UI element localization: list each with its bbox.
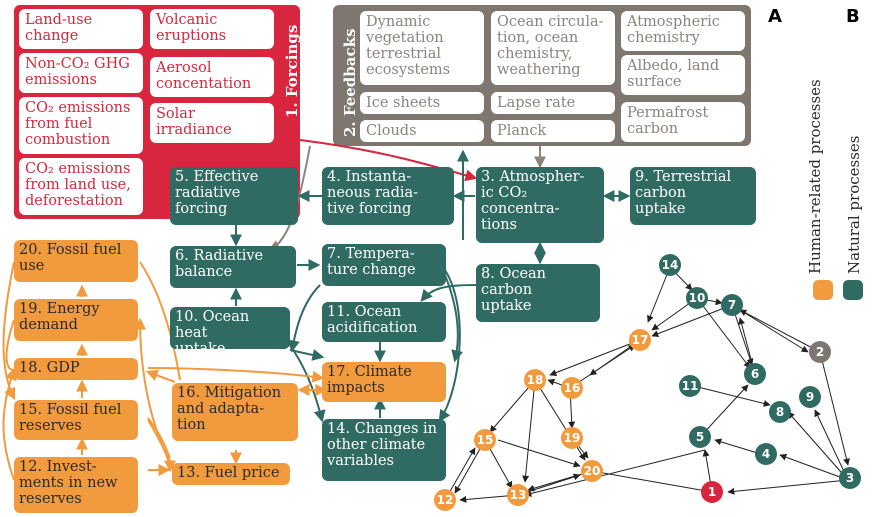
process-20-fossil-fuel-use: 20. Fossil fuel use xyxy=(14,240,138,282)
process-4-instantaneous-forcing: 4. Instanta- neous radia- tive forcing xyxy=(322,167,454,225)
graph-node-4: 4 xyxy=(762,447,770,461)
process-15-fossil-fuel-reserves: 15. Fossil fuel reserves xyxy=(14,400,138,440)
process-3-atmospheric-co2: 3. Atmospher- ic CO₂ concentra- tions xyxy=(476,167,604,243)
process-19-energy-demand: 19. Energy demand xyxy=(14,299,138,341)
graph-node-17: 17 xyxy=(632,333,649,347)
graph-node-18: 18 xyxy=(527,373,544,387)
process-18-gdp: 18. GDP xyxy=(14,358,138,380)
feedback-lapse-rate: Lapse rate xyxy=(491,92,615,114)
graph-node-10: 10 xyxy=(689,291,706,305)
feedback-clouds: Clouds xyxy=(360,120,484,142)
graph-node-1: 1 xyxy=(708,485,716,499)
graph-node-2: 2 xyxy=(816,345,824,359)
feedback-ocean-circulation: Ocean circula- tion, ocean chemistry, we… xyxy=(491,11,615,85)
process-14-other-climate-variables: 14. Changes in other climate variables xyxy=(322,419,446,481)
graph-node-6: 6 xyxy=(751,367,759,381)
graph-node-13: 13 xyxy=(510,488,527,502)
process-5-effective-forcing: 5. Effective radiative forcing xyxy=(170,167,298,225)
process-6-radiative-balance: 6. Radiative balance xyxy=(170,246,296,288)
graph-node-8: 8 xyxy=(776,405,784,419)
process-9-terrestrial-carbon: 9. Terrestrial carbon uptake xyxy=(630,167,756,225)
label-a: A xyxy=(768,6,782,27)
forcing-co2-land-use: CO₂ emissions from land use, deforestati… xyxy=(19,158,143,215)
graph-node-14: 14 xyxy=(662,258,679,272)
forcing-volcanic-eruptions: Volcanic eruptions xyxy=(150,9,274,49)
feedback-albedo: Albedo, land surface xyxy=(621,55,745,95)
feedback-dynamic-vegetation: Dynamic vegetation terrestrial ecosystem… xyxy=(360,11,484,85)
forcing-non-co2-ghg: Non-CO₂ GHG emissions xyxy=(19,53,143,93)
feedback-atmospheric-chemistry: Atmospheric chemistry xyxy=(621,11,745,51)
graph-node-5: 5 xyxy=(696,430,704,444)
graph-node-15: 15 xyxy=(477,433,494,447)
feedback-ice-sheets: Ice sheets xyxy=(360,92,484,114)
process-12-investments: 12. Invest- ments in new reserves xyxy=(14,457,138,513)
legend-natural-swatch xyxy=(843,280,863,300)
process-8-ocean-carbon-uptake: 8. Ocean carbon uptake xyxy=(476,264,600,322)
process-16-mitigation-adaptation: 16. Mitigation and adapta- tion xyxy=(172,383,298,441)
graph-node-9: 9 xyxy=(806,390,814,404)
graph-node-3: 3 xyxy=(846,471,854,485)
graph-node-7: 7 xyxy=(728,298,736,312)
graph-nodes: 1 2 3 4 5 6 7 8 9 10 11 12 13 14 15 16 1… xyxy=(434,254,861,511)
forcing-land-use-change: Land-use change xyxy=(19,9,143,49)
legend-human-swatch xyxy=(813,280,833,300)
forcing-solar-irradiance: Solar irradiance xyxy=(150,103,274,143)
process-7-temperature-change: 7. Tempera- ture change xyxy=(322,244,446,286)
forcing-co2-fuel-combustion: CO₂ emissions from fuel combustion xyxy=(19,97,143,154)
feedback-planck: Planck xyxy=(491,120,615,142)
graph-node-11: 11 xyxy=(682,379,699,393)
graph-node-19: 19 xyxy=(564,431,581,445)
feedback-permafrost: Permafrost carbon xyxy=(621,102,745,142)
graph-node-16: 16 xyxy=(564,381,581,395)
graph-node-20: 20 xyxy=(584,464,601,478)
process-17-climate-impacts: 17. Climate impacts xyxy=(322,362,446,402)
forcing-aerosol: Aerosol concentation xyxy=(150,57,274,97)
process-10-ocean-heat-uptake: 10. Ocean heat uptake xyxy=(170,307,290,349)
process-11-ocean-acidification: 11. Ocean acidification xyxy=(322,302,446,342)
graph-node-12: 12 xyxy=(437,493,454,507)
label-b: B xyxy=(846,6,860,27)
process-13-fuel-price: 13. Fuel price xyxy=(172,463,290,485)
